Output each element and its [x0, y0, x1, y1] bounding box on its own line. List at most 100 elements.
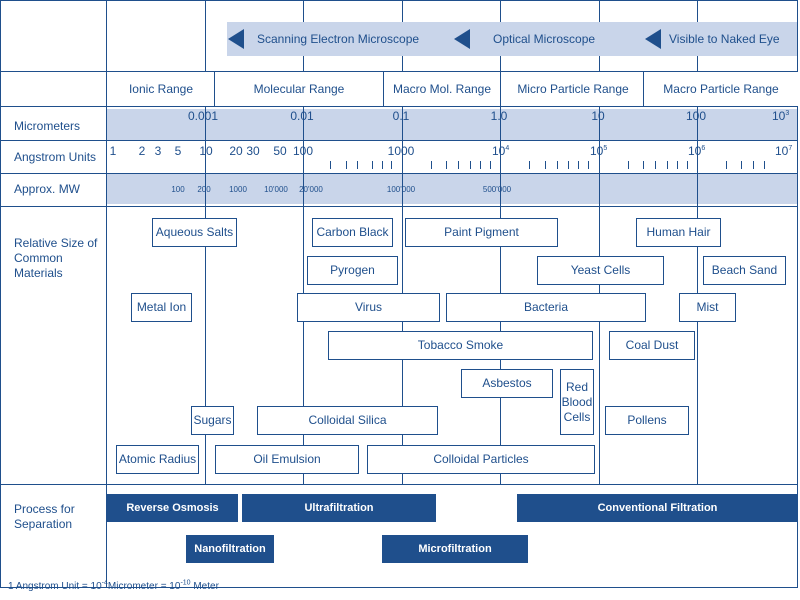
minor-tick — [578, 161, 579, 169]
mw-tick: 20'000 — [299, 185, 323, 194]
angstrom-tick-power: 104 — [492, 144, 510, 158]
microscope-band — [227, 22, 797, 56]
material-atomic-radius: Atomic Radius — [116, 445, 199, 474]
minor-tick — [687, 161, 688, 169]
left-arrow-icon — [228, 29, 244, 49]
angstrom-tick-power: 105 — [590, 144, 608, 158]
decade-line — [303, 0, 304, 484]
material-sugars: Sugars — [191, 406, 234, 435]
label-column-divider — [106, 0, 107, 588]
divider-line — [0, 484, 798, 485]
material-oil-emulsion: Oil Emulsion — [215, 445, 359, 474]
minor-tick — [382, 161, 383, 169]
material-asbestos: Asbestos — [461, 369, 553, 398]
material-metal-ion: Metal Ion — [131, 293, 192, 322]
minor-tick — [667, 161, 668, 169]
divider-line — [0, 71, 798, 72]
process-microfiltration: Microfiltration — [382, 535, 528, 563]
angstrom-tick: 50 — [273, 144, 287, 158]
mw-tick: 10'000 — [264, 185, 288, 194]
minor-tick — [753, 161, 754, 169]
minor-tick — [391, 161, 392, 169]
minor-tick — [568, 161, 569, 169]
micrometer-band — [107, 109, 797, 140]
micrometer-tick: 1.0 — [490, 109, 508, 123]
material-bacteria: Bacteria — [446, 293, 646, 322]
angstrom-tick: 30 — [246, 144, 260, 158]
minor-tick — [628, 161, 629, 169]
minor-tick — [458, 161, 459, 169]
mw-tick: 1000 — [229, 185, 247, 194]
minor-tick — [470, 161, 471, 169]
material-human-hair: Human Hair — [636, 218, 721, 247]
chart-frame — [0, 0, 798, 588]
minor-tick — [372, 161, 373, 169]
microscope-label: Scanning Electron Microscope — [257, 32, 420, 46]
material-coal-dust: Coal Dust — [609, 331, 695, 360]
divider-line — [0, 106, 798, 107]
minor-tick — [764, 161, 765, 169]
angstrom-tick: 1 — [109, 144, 117, 158]
mw-tick: 500'000 — [482, 185, 512, 194]
mw-tick: 100'000 — [386, 185, 416, 194]
range-label: Molecular Range — [253, 82, 345, 96]
microscope-label: Optical Microscope — [493, 32, 596, 46]
process-conventional-filtration: Conventional Filtration — [517, 494, 798, 522]
minor-tick — [490, 161, 491, 169]
process-ultrafiltration: Ultrafiltration — [242, 494, 436, 522]
minor-tick — [446, 161, 447, 169]
divider-line — [0, 206, 798, 207]
angstrom-tick: 100 — [292, 144, 314, 158]
minor-tick — [741, 161, 742, 169]
row-label-relative-size: Relative Size of Common Materials — [14, 236, 98, 280]
material-beach-sand: Beach Sand — [703, 256, 786, 285]
angstrom-tick: 2 — [138, 144, 146, 158]
range-label: Ionic Range — [128, 82, 194, 96]
material-virus: Virus — [297, 293, 440, 322]
minor-tick — [643, 161, 644, 169]
range-row — [107, 72, 798, 106]
micrometer-tick: 0.1 — [392, 109, 410, 123]
material-carbon-black: Carbon Black — [312, 218, 393, 247]
row-label-micrometers: Micrometers — [14, 119, 81, 133]
row-label-process: Process for Separation — [14, 502, 75, 531]
angstrom-tick: 10 — [199, 144, 213, 158]
decade-line — [599, 0, 600, 484]
micrometer-tick: 0.01 — [290, 109, 314, 123]
minor-tick — [588, 161, 589, 169]
minor-tick — [346, 161, 347, 169]
material-tobacco-smoke: Tobacco Smoke — [328, 331, 593, 360]
range-label: Macro Mol. Range — [392, 82, 492, 96]
range-label: Macro Particle Range — [663, 82, 779, 96]
minor-tick — [655, 161, 656, 169]
range-label: Micro Particle Range — [517, 82, 629, 96]
minor-tick — [357, 161, 358, 169]
range-divider — [500, 72, 501, 106]
angstrom-tick: 1000 — [387, 144, 415, 158]
micrometer-tick: 0.001 — [187, 109, 219, 123]
micrometer-tick-power: 103 — [772, 109, 790, 123]
minor-tick — [480, 161, 481, 169]
left-arrow-icon — [454, 29, 470, 49]
row-label-angstrom: Angstrom Units — [14, 150, 97, 164]
divider-line — [0, 173, 798, 174]
footnote: 1 Angstrom Unit = 10-4Micrometer = 10-10… — [8, 579, 219, 592]
material-mist: Mist — [679, 293, 736, 322]
material-paint-pigment: Paint Pigment — [405, 218, 558, 247]
mw-band — [107, 173, 797, 204]
process-reverse-osmosis: Reverse Osmosis — [107, 494, 238, 522]
minor-tick — [545, 161, 546, 169]
micrometer-tick: 100 — [685, 109, 707, 123]
divider-line — [0, 140, 798, 141]
material-pollens: Pollens — [605, 406, 689, 435]
material-aqueous-salts: Aqueous Salts — [152, 218, 237, 247]
minor-tick — [431, 161, 432, 169]
micrometer-tick: 10 — [591, 109, 605, 123]
angstrom-tick-power: 107 — [775, 144, 793, 158]
angstrom-tick: 3 — [154, 144, 162, 158]
material-pyrogen: Pyrogen — [307, 256, 398, 285]
microscope-label: Visible to Naked Eye — [669, 32, 780, 46]
minor-tick — [529, 161, 530, 169]
material-colloidal-silica: Colloidal Silica — [257, 406, 438, 435]
range-divider — [383, 72, 384, 106]
